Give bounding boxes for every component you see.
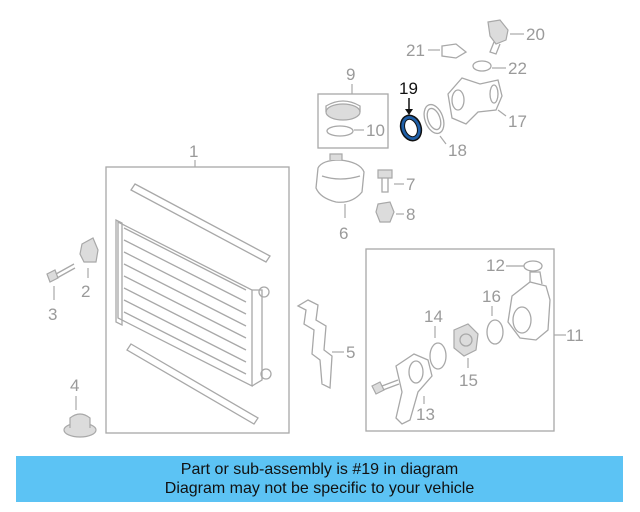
label-7: 7 (406, 175, 415, 194)
filler-cap (325, 103, 361, 121)
part-8: 8 (375, 201, 415, 224)
part-4: 4 (63, 376, 97, 438)
label-20: 20 (526, 25, 545, 44)
sensor-seal (472, 60, 492, 72)
thermostat-box (365, 248, 555, 432)
side-bracket (296, 299, 333, 390)
part-2: 2 (79, 237, 99, 301)
part-17: 17 (447, 77, 527, 131)
label-9: 9 (346, 65, 355, 84)
label-19: 19 (399, 79, 418, 98)
label-16: 16 (482, 287, 501, 306)
label-6: 6 (339, 224, 348, 243)
part-7: 7 (377, 169, 415, 194)
label-17: 17 (508, 112, 527, 131)
label-5: 5 (346, 343, 355, 362)
part-5: 5 (296, 299, 355, 390)
thermostat (453, 323, 479, 357)
label-2: 2 (81, 282, 90, 301)
radiator-upper-strip (130, 183, 271, 263)
o-ring-18 (423, 103, 445, 135)
label-8: 8 (406, 205, 415, 224)
mount-bracket (79, 237, 99, 263)
screw-head (377, 169, 393, 179)
radiator-box (105, 166, 290, 434)
bolt-head (46, 269, 59, 283)
part-21: 21 (406, 41, 468, 60)
label-10: 10 (366, 121, 385, 140)
part-6: 6 (315, 153, 365, 243)
label-22: 22 (508, 59, 527, 78)
label-4: 4 (70, 376, 79, 395)
water-outlet (395, 353, 433, 425)
part-18: 18 (423, 103, 467, 160)
label-13: 13 (416, 405, 435, 424)
banner-line-1: Part or sub-assembly is #19 in diagram (180, 461, 459, 478)
part-20: 20 (487, 19, 545, 55)
part-9-10: 9 10 (317, 65, 389, 149)
o-ring-14 (429, 342, 447, 370)
label-12: 12 (486, 256, 505, 275)
parts-diagram: 1 2 3 4 5 (46, 19, 584, 438)
outlet-bolt (371, 381, 385, 395)
thermostat-housing (507, 281, 551, 341)
info-banner: Part or sub-assembly is #19 in diagram D… (16, 456, 623, 502)
part-22: 22 (472, 59, 527, 78)
part-19: 19 (399, 79, 423, 142)
label-18: 18 (448, 141, 467, 160)
label-15: 15 (459, 371, 478, 390)
retaining-clip (375, 201, 395, 223)
label-11: 11 (566, 326, 584, 345)
temperature-sensor (487, 19, 509, 45)
radiator-lower-strip (126, 343, 259, 425)
expansion-tank (315, 159, 365, 203)
sensor-clip (441, 43, 468, 59)
label-21: 21 (406, 41, 425, 60)
o-ring-16 (486, 319, 504, 345)
cap-seal (326, 125, 354, 137)
label-3: 3 (48, 305, 57, 324)
cap-box (317, 93, 389, 149)
part-3: 3 (46, 263, 76, 324)
label-1: 1 (189, 142, 198, 161)
coolant-flange (447, 77, 503, 125)
thermostat-group: 11 12 16 15 14 13 (365, 248, 584, 432)
radiator-group: 1 (105, 142, 290, 434)
label-14: 14 (424, 307, 443, 326)
o-ring-12 (523, 260, 543, 272)
banner-line-2: Diagram may not be specific to your vehi… (164, 480, 475, 497)
